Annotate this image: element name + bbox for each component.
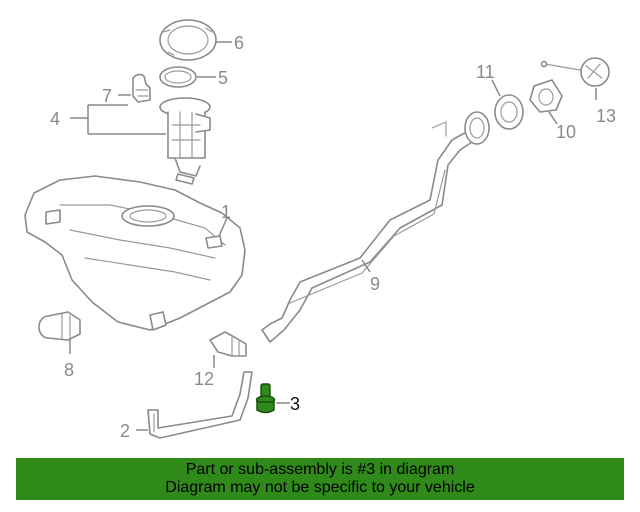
leader-1 — [218, 217, 228, 237]
callout-3: 3 — [290, 394, 300, 414]
lock-ring-part[interactable] — [159, 19, 217, 61]
leader-10 — [548, 111, 558, 125]
callout-7: 7 — [102, 86, 112, 106]
filler-housing-part[interactable] — [529, 79, 563, 113]
fuel-cap-part[interactable] — [540, 57, 610, 87]
callout-8: 8 — [64, 360, 74, 380]
bolt-part-highlighted[interactable] — [255, 383, 276, 414]
leader-9 — [361, 259, 371, 273]
callout-6: 6 — [234, 33, 244, 53]
tank-strap-part[interactable] — [147, 371, 253, 439]
callout-9: 9 — [370, 274, 380, 294]
banner-line-1: Part or sub-assembly is #3 in diagram — [185, 461, 455, 478]
callout-10: 10 — [556, 122, 576, 142]
hose-part[interactable] — [209, 331, 247, 357]
fuel-pump-module-part[interactable] — [159, 97, 211, 185]
callout-12: 12 — [194, 369, 214, 389]
fuel-tank-part[interactable] — [24, 175, 246, 331]
callout-4: 4 — [50, 109, 60, 129]
callout-5: 5 — [218, 68, 228, 88]
grommet-part[interactable] — [494, 94, 524, 130]
callout-11: 11 — [476, 62, 495, 82]
leader-11 — [491, 79, 501, 97]
banner-line-2: Diagram may not be specific to your vehi… — [165, 479, 475, 496]
info-banner: Part or sub-assembly is #3 in diagram Di… — [16, 458, 624, 500]
callout-2: 2 — [120, 421, 130, 441]
vent-valve-part[interactable] — [38, 311, 81, 341]
callout-1: 1 — [221, 202, 231, 222]
callout-13: 13 — [596, 106, 616, 126]
filler-pipe-part[interactable] — [261, 111, 490, 343]
regulator-part[interactable] — [132, 73, 151, 103]
gasket-part[interactable] — [159, 66, 197, 88]
leader-4 — [70, 104, 166, 135]
